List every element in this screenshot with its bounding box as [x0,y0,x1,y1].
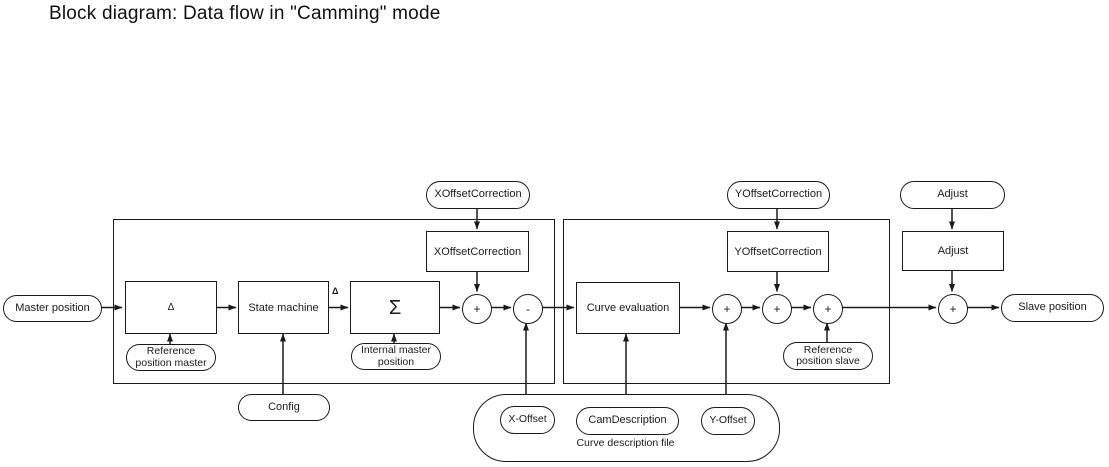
y-offset-correction-block: YOffsetCorrection [727,231,829,272]
sigma-block: Σ [350,281,440,334]
plus-junction-2: + [712,293,742,324]
cam-description-pill: CamDescription [576,407,679,435]
minus-junction: - [513,293,543,324]
master-processing-group-box [113,219,555,384]
reference-position-slave-pill: Reference position slave [783,342,873,370]
slave-position-pill: Slave position [1001,294,1104,322]
adjust-pill: Adjust [900,181,1005,209]
y-offset-correction-pill: YOffsetCorrection [727,181,830,209]
adjust-block: Adjust [902,231,1004,271]
state-machine-block: State machine [238,281,329,334]
curve-description-file-label: Curve description file [576,437,675,449]
y-offset-pill: Y-Offset [701,407,755,435]
delta-edge-label: Δ [332,286,339,296]
x-offset-pill: X-Offset [500,406,555,434]
plus-junction-1: + [462,293,492,324]
slave-processing-group-box [563,219,890,384]
plus-junction-4: + [813,293,843,324]
plus-junction-5: + [938,293,968,324]
reference-position-master-pill: Reference position master [126,344,216,371]
delta-block: Δ [125,281,217,334]
page-title: Block diagram: Data flow in "Camming" mo… [49,3,441,24]
curve-evaluation-block: Curve evaluation [576,282,680,334]
x-offset-correction-pill: XOffsetCorrection [426,181,530,209]
master-position-pill: Master position [3,295,102,322]
internal-master-position-pill: Internal master position [351,343,441,370]
plus-junction-3: + [762,293,792,324]
config-pill: Config [238,394,330,421]
x-offset-correction-block: XOffsetCorrection [426,231,529,272]
